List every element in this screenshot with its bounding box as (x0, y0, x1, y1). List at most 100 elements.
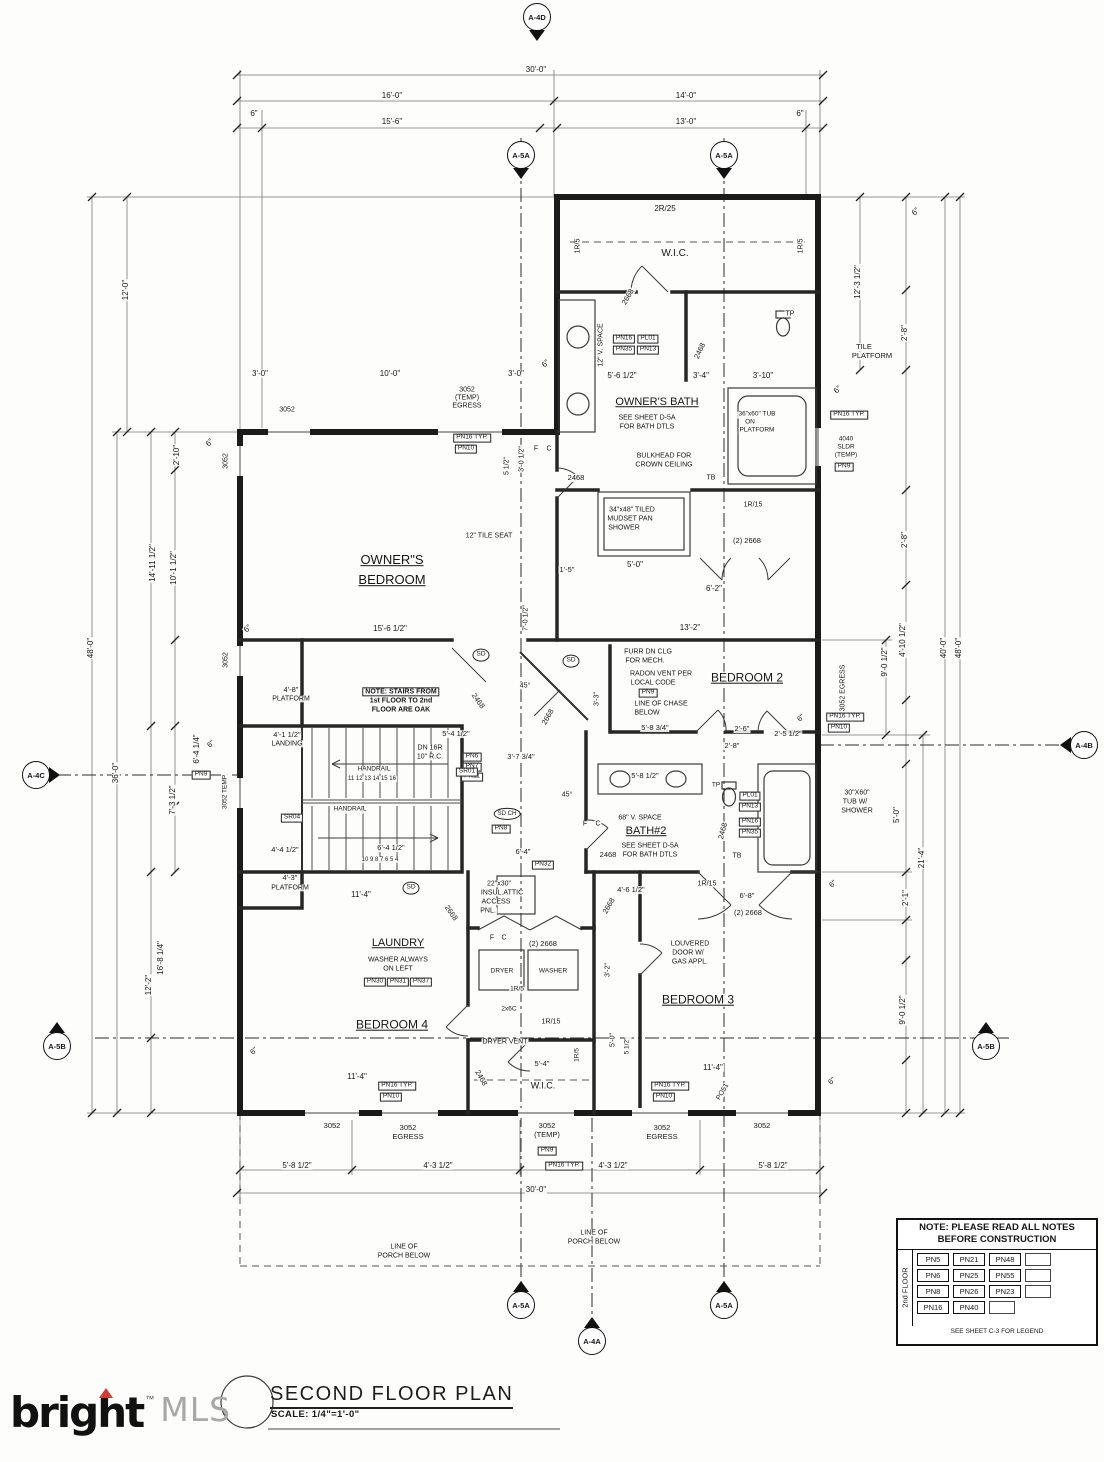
plan-label: 30"X60" (843, 789, 871, 797)
plan-label: 2'-8" (723, 741, 741, 751)
note-code: PN40 (953, 1300, 985, 1314)
plan-label: DN 16R (416, 744, 444, 752)
plan-label: 30'-0" (524, 64, 548, 75)
logo-house-icon (99, 1388, 113, 1398)
section-marker-label: A-5B (48, 1041, 66, 1051)
section-marker-flag (716, 168, 732, 179)
plan-label: PLATFORM (270, 884, 310, 892)
drawing-title: SECOND FLOOR PLAN (270, 1383, 514, 1409)
plan-label: 10 9 8 7 6 5 4 (360, 856, 400, 864)
plan-label: BEDROOM 2 (709, 670, 785, 685)
plan-label: 2'-6" (733, 724, 751, 734)
plan-label: 45° (518, 682, 532, 690)
plan-label: (TEMP) (533, 1130, 561, 1140)
plan-label: 3052 (752, 1121, 772, 1131)
plan-label: LAUNDRY (370, 937, 426, 950)
plan-label: 6" (249, 108, 259, 119)
section-marker-label: A-5A (715, 1300, 733, 1310)
plan-label: PN35 (738, 828, 762, 838)
plan-label: 3052 (458, 386, 476, 394)
plan-label: 1R/15 (742, 501, 764, 509)
plan-label: PLATFORM (271, 695, 311, 703)
plan-label: 1R/5 (509, 985, 525, 994)
plan-label: FURR DN CLG (623, 648, 673, 656)
plan-label: W.I.C. (660, 247, 690, 260)
section-marker-flag (513, 1281, 529, 1292)
plan-label: BEDROOM 3 (660, 992, 736, 1007)
plan-label: SLDR (836, 443, 856, 452)
plan-label: PN16 TYP. (826, 712, 864, 722)
section-marker-flag (584, 1317, 600, 1328)
plan-label: ON LEFT (382, 965, 414, 973)
note-code: PN5 (917, 1252, 949, 1266)
plan-label: HANDRAIL (356, 765, 392, 774)
plan-label: PN13 (636, 345, 660, 355)
plan-label: PN9 (191, 770, 211, 780)
plan-label: 6'-2" (705, 583, 723, 594)
plan-label: TB (705, 474, 717, 482)
note-side: 2nd FLOOR (898, 1249, 913, 1326)
plan-label: CROWN CEILING (634, 461, 694, 469)
plan-label: SHOWER (607, 524, 641, 532)
section-marker-a-4c: A-4C (22, 761, 60, 789)
plan-label: 22"x30" (485, 880, 513, 888)
plan-label: 4040 (837, 435, 855, 444)
plan-label: TB (731, 852, 743, 860)
plan-label: PN16 (612, 334, 636, 344)
plan-label: INSUL.ATTIC (479, 889, 525, 897)
plan-label: 5'-0" (626, 559, 644, 570)
plan-label: 36"x60" TUB (737, 410, 777, 419)
note-code: PN26 (953, 1284, 985, 1298)
note-title-line1: NOTE: PLEASE READ ALL NOTES (919, 1222, 1075, 1233)
section-marker-label: A-4B (1075, 740, 1093, 750)
plan-label: RADON VENT PER (628, 670, 694, 678)
section-marker-label: A-5A (715, 150, 733, 160)
plan-label: 15'-6 1/2" (372, 623, 408, 634)
note-blank-box (1025, 1284, 1051, 1298)
section-marker-a-5a: A-5A (507, 141, 535, 179)
section-marker-flag (49, 1022, 65, 1033)
construction-note-box: NOTE: PLEASE READ ALL NOTES BEFORE CONST… (896, 1218, 1098, 1346)
plan-label: 1'-5" (558, 565, 576, 575)
plan-label: 3052 (398, 1123, 418, 1133)
plan-label: 16'-0" (380, 90, 404, 101)
plan-label: 3'-7 3/4" (506, 752, 536, 762)
plan-label: PN10 (454, 444, 478, 454)
plan-label: 14'-0" (674, 90, 698, 101)
section-marker-a-5b: A-5B (43, 1022, 71, 1060)
section-marker-label: A-5A (512, 150, 530, 160)
note-footer: SEE SHEET C-3 FOR LEGEND (950, 1327, 1044, 1335)
plan-label: PLATFORM (850, 351, 894, 361)
section-marker-flag (529, 30, 545, 41)
plan-label: 3052 (322, 1121, 342, 1131)
plan-label: 6'-4 1/2" (376, 843, 406, 853)
plan-label: 1R/15 (540, 1018, 562, 1026)
plan-label: FOR BATH DTLS (618, 423, 676, 431)
plan-label: EGRESS (645, 1132, 679, 1142)
plan-label: SD (562, 654, 580, 668)
title-block-graphics (220, 1375, 560, 1430)
plan-label: PNL. (479, 907, 497, 915)
logo-mls-text: MLS (160, 1390, 232, 1429)
plan-label: PN16 TYP. (651, 1081, 689, 1091)
note-code: PN55 (989, 1268, 1021, 1282)
section-marker-a-4d: A-4D (523, 3, 551, 41)
note-code: PN16 (917, 1300, 949, 1314)
plan-label: 3052 (537, 1121, 557, 1131)
section-marker-flag (513, 168, 529, 179)
plan-label: LANDING (270, 740, 304, 748)
plan-label: BATH#2 (624, 825, 668, 838)
plan-label: BEDROOM (357, 572, 427, 588)
section-marker-label: A-4D (528, 12, 546, 22)
brightmls-logo: bright ™ MLS (10, 1390, 232, 1434)
plan-label: 5'-8 3/4" (640, 723, 670, 733)
plan-label: BELOW (633, 709, 661, 717)
plan-label: 3'-0" (507, 368, 525, 379)
plan-label: SD (402, 881, 420, 895)
plan-label: 5'-8 1/2" (757, 1160, 789, 1171)
section-marker-a-5a: A-5A (710, 1281, 738, 1319)
plan-label: W.I.C. (529, 1080, 557, 1091)
section-marker-flag (49, 767, 60, 783)
plan-label: PN6 (462, 752, 482, 762)
plan-label: OWNER'S BATH (614, 396, 700, 409)
